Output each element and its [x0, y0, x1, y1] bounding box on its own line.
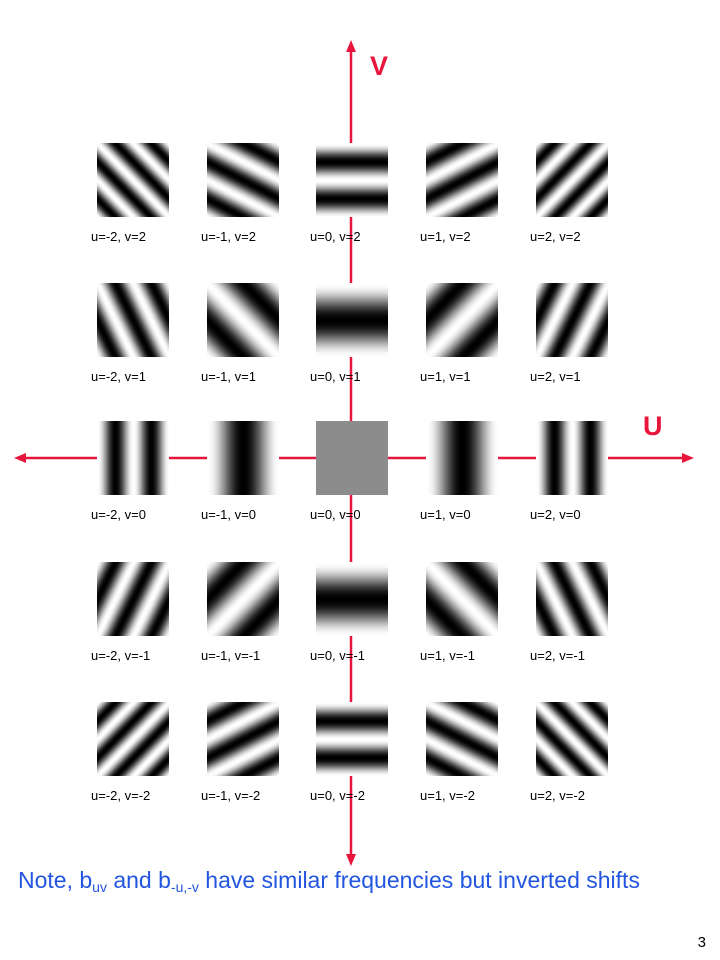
basis-image	[426, 283, 498, 357]
basis-label: u=0, v=0	[310, 507, 361, 522]
basis-image	[426, 421, 498, 495]
basis-image	[316, 562, 388, 636]
note-middle: and b	[106, 867, 171, 893]
basis-image	[316, 702, 388, 776]
basis-image	[536, 562, 608, 636]
basis-pattern	[97, 702, 169, 776]
basis-label: u=1, v=1	[420, 369, 471, 384]
u-axis-arrow-left	[14, 453, 26, 463]
basis-label: u=-2, v=-2	[91, 788, 151, 803]
basis-label: u=-1, v=1	[201, 369, 256, 384]
u-axis-label: U	[643, 411, 663, 441]
basis-label: u=-1, v=2	[201, 229, 256, 244]
basis-label: u=1, v=-2	[420, 788, 475, 803]
basis-pattern	[426, 702, 498, 776]
basis-image	[316, 143, 388, 217]
basis-label: u=0, v=2	[310, 229, 361, 244]
basis-pattern	[207, 421, 279, 495]
basis-label: u=1, v=2	[420, 229, 471, 244]
basis-image	[97, 421, 169, 495]
basis-image	[426, 702, 498, 776]
basis-image	[207, 562, 279, 636]
basis-pattern	[97, 421, 169, 495]
basis-pattern	[207, 143, 279, 217]
basis-image	[97, 143, 169, 217]
basis-pattern	[426, 421, 498, 495]
basis-pattern	[207, 283, 279, 357]
v-axis-label: V	[370, 51, 389, 81]
basis-pattern	[316, 562, 388, 636]
basis-label: u=2, v=-2	[530, 788, 585, 803]
basis-label: u=0, v=-1	[310, 648, 365, 663]
basis-pattern	[97, 283, 169, 357]
basis-image	[536, 702, 608, 776]
basis-image	[536, 143, 608, 217]
basis-image	[207, 283, 279, 357]
basis-pattern	[536, 562, 608, 636]
basis-pattern	[207, 702, 279, 776]
basis-image	[207, 702, 279, 776]
basis-image	[207, 421, 279, 495]
basis-image	[97, 562, 169, 636]
basis-image	[536, 283, 608, 357]
basis-label: u=-2, v=2	[91, 229, 146, 244]
basis-image	[207, 143, 279, 217]
basis-label: u=2, v=2	[530, 229, 581, 244]
basis-pattern	[536, 421, 608, 495]
basis-pattern	[426, 283, 498, 357]
note-prefix: Note, b	[18, 867, 93, 893]
basis-pattern	[536, 143, 608, 217]
page-number: 3	[697, 934, 706, 951]
basis-label: u=-2, v=0	[91, 507, 146, 522]
basis-image	[97, 283, 169, 357]
u-axis-arrow-right	[682, 453, 694, 463]
note-text: Note, buv and b-u,-v have similar freque…	[18, 866, 658, 902]
basis-image	[426, 143, 498, 217]
basis-pattern	[316, 143, 388, 217]
basis-image	[426, 562, 498, 636]
basis-label: u=2, v=1	[530, 369, 581, 384]
basis-pattern	[97, 562, 169, 636]
basis-image	[316, 283, 388, 357]
basis-pattern	[316, 421, 388, 495]
basis-pattern	[316, 283, 388, 357]
basis-label: u=1, v=0	[420, 507, 471, 522]
basis-label: u=-1, v=0	[201, 507, 256, 522]
basis-label: u=2, v=0	[530, 507, 581, 522]
note-subscript-uv: uv	[92, 879, 107, 895]
basis-pattern	[207, 562, 279, 636]
note-suffix: have similar frequencies but inverted sh…	[198, 867, 640, 893]
v-axis-arrow-top	[346, 40, 356, 52]
basis-label: u=-1, v=-1	[201, 648, 261, 663]
basis-label: u=0, v=1	[310, 369, 361, 384]
basis-label: u=1, v=-1	[420, 648, 475, 663]
basis-pattern	[426, 562, 498, 636]
basis-label: u=-2, v=-1	[91, 648, 151, 663]
basis-pattern	[536, 702, 608, 776]
basis-label: u=-1, v=-2	[201, 788, 261, 803]
basis-label: u=-2, v=1	[91, 369, 146, 384]
note-subscript-neg-uv: -u,-v	[170, 879, 199, 895]
basis-pattern	[536, 283, 608, 357]
basis-image	[316, 421, 388, 495]
basis-image	[97, 702, 169, 776]
basis-pattern	[316, 702, 388, 776]
basis-label: u=2, v=-1	[530, 648, 585, 663]
basis-pattern	[426, 143, 498, 217]
basis-image	[536, 421, 608, 495]
basis-pattern	[97, 143, 169, 217]
v-axis-arrow-bottom	[346, 854, 356, 866]
basis-label: u=0, v=-2	[310, 788, 365, 803]
